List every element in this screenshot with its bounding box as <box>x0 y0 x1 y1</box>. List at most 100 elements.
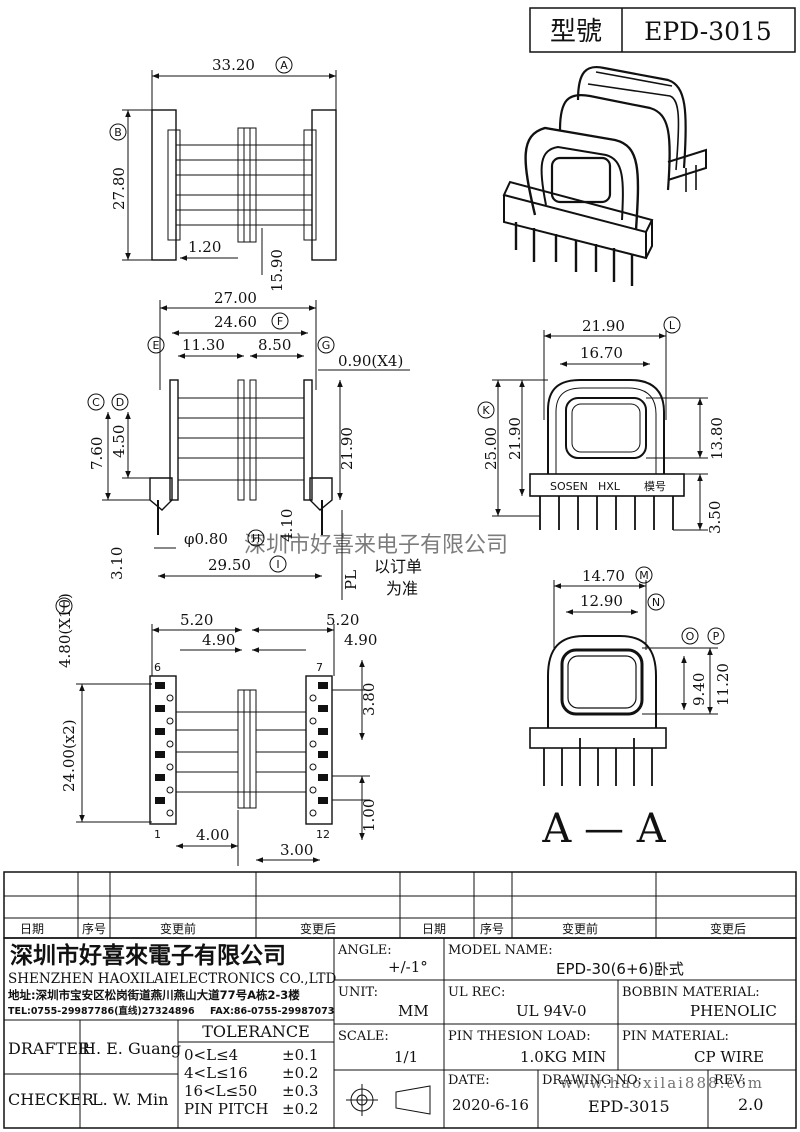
tag-l: L <box>669 319 676 332</box>
tag-f: F <box>277 315 283 328</box>
projection-symbol-icon <box>346 1084 431 1116</box>
pin-1-label: 1 <box>154 828 161 841</box>
front-pin-h-dim: 3.50 <box>706 501 724 534</box>
pin-len-dim: 4.10 <box>278 509 296 542</box>
tag-a: A <box>280 59 288 72</box>
rev-col-date-1: 日期 <box>20 922 44 936</box>
tol-value-1: ±0.1 <box>282 1046 318 1064</box>
tag-m: M <box>639 569 649 582</box>
side-view: 27.00 24.60 F 11.30 8.50 E G 0.90(X4) C <box>87 289 422 600</box>
angle-value: +/-1° <box>388 958 428 976</box>
tag-p: P <box>713 630 720 643</box>
bottom-h2-dim: 3.00 <box>280 841 313 859</box>
front-view: 21.90 L 16.70 SOSEN HXL 模号 K 25.00 21.90… <box>477 316 726 534</box>
base-text-hxl: HXL <box>598 480 621 493</box>
end-view: 14.70 M 12.90 N O P 9.40 11.20 A — A <box>529 566 732 852</box>
side-inner-dim: 24.60 <box>214 313 257 331</box>
tol-range-3: 16<L≤50 <box>184 1082 257 1100</box>
drawing-no-value: EPD-3015 <box>588 1097 670 1116</box>
section-aa-label: A — A <box>541 806 666 852</box>
rev-col-after-1: 变更后 <box>300 921 336 936</box>
scale-value: 1/1 <box>394 1048 418 1066</box>
tag-i: I <box>276 558 279 571</box>
front-window-dim: 16.70 <box>580 344 623 362</box>
unit-value: MM <box>398 1002 429 1020</box>
company-cn: 深圳市好喜來電子有限公司 <box>10 942 286 969</box>
tag-j: J <box>61 600 65 613</box>
front-inner-h-dim: 21.90 <box>506 417 524 460</box>
tag-b: B <box>114 126 122 139</box>
tag-d: D <box>116 396 124 409</box>
pl-note-1: 以订单 <box>374 557 422 576</box>
tag-g: G <box>322 339 331 352</box>
pl-note-2: 为准 <box>386 579 418 598</box>
side-overall-dim: 27.00 <box>214 289 257 307</box>
model-name-label: MODEL NAME: <box>448 943 553 958</box>
tag-e: E <box>153 339 160 352</box>
right-in-dim: 4.90 <box>344 631 377 649</box>
isometric-view <box>502 65 707 286</box>
right-out-dim: 5.20 <box>326 611 359 629</box>
right-slot-dim: 8.50 <box>258 336 291 354</box>
scale-label: SCALE: <box>338 1029 389 1044</box>
front-window-h-dim: 13.80 <box>708 417 726 460</box>
base-text-sosen: SOSEN <box>550 480 588 493</box>
stub-dim: 3.10 <box>108 547 126 580</box>
side-h2-dim: 4.50 <box>110 425 128 458</box>
bottom-view: J 4.80(X10) 24.00(x2) 5.20 4.90 5.20 4.9… <box>55 593 378 866</box>
bottom-v2-dim: 1.00 <box>360 799 378 832</box>
end-h-inner-dim: 9.40 <box>690 673 708 706</box>
tag-n: N <box>652 596 660 609</box>
ul-label: UL REC: <box>448 985 505 1000</box>
top-height-dim: 27.80 <box>110 167 128 210</box>
end-h-outer-dim: 11.20 <box>714 663 732 706</box>
rev-col-after-2: 变更后 <box>710 921 746 936</box>
rev-col-date-2: 日期 <box>422 922 446 936</box>
pin-load-value: 1.0KG MIN <box>520 1048 606 1066</box>
tolerance-label: TOLERANCE <box>202 1022 310 1041</box>
left-out-dim: 5.20 <box>180 611 213 629</box>
pin-span-dim: 29.50 <box>208 556 251 574</box>
pin-mat-value: CP WIRE <box>694 1048 764 1066</box>
top-view: 33.20 A B 27.80 1.20 15.90 <box>109 56 337 292</box>
core-window-dim: 15.90 <box>268 249 286 292</box>
rev-label: REV: <box>714 1073 746 1088</box>
bobbin-label: BOBBIN MATERIAL: <box>622 985 760 1000</box>
drawing-no-label: DRAWING NO: <box>542 1073 642 1088</box>
company-fax: FAX:86-0755-29987073 <box>210 1006 334 1017</box>
wall-dim: 0.90(X4) <box>338 352 403 370</box>
drafter-name: H. E. Guang <box>82 1039 181 1058</box>
model-label: 型號 <box>550 17 602 47</box>
rev-col-before-1: 变更前 <box>160 921 196 936</box>
company-en: SHENZHEN HAOXILAIELECTRONICS CO.,LTD <box>8 971 336 987</box>
front-height-dim: 25.00 <box>482 427 500 470</box>
title-block: 深圳市好喜來電子有限公司 SHENZHEN HAOXILAIELECTRONIC… <box>3 937 797 1129</box>
end-outer-dim: 14.70 <box>582 567 625 585</box>
left-in-dim: 4.90 <box>202 631 235 649</box>
side-h1-dim: 7.60 <box>88 437 106 470</box>
checker-name: L. W. Min <box>92 1090 168 1109</box>
base-text-mold: 模号 <box>644 480 666 493</box>
pitch-dim: 4.80(X10) <box>56 593 74 668</box>
pin-7-label: 7 <box>316 661 323 674</box>
span-dim: 24.00(x2) <box>60 719 78 792</box>
rev-col-no-1: 序号 <box>82 921 106 936</box>
tol-range-2: 4<L≤16 <box>184 1064 248 1082</box>
top-width-dim: 33.20 <box>212 56 255 74</box>
rev-value: 2.0 <box>738 1095 763 1114</box>
model-value: EPD-3015 <box>644 17 772 46</box>
company-tel: TEL:0755-29987786(直线)27324896 <box>8 1005 195 1017</box>
tag-h: H <box>252 532 260 545</box>
pin-mat-label: PIN MATERIAL: <box>622 1029 729 1044</box>
bottom-h1-dim: 4.00 <box>196 826 229 844</box>
pin-load-label: PIN THESION LOAD: <box>448 1029 591 1044</box>
watermark-site: www.haoxilai888.com <box>560 1074 764 1092</box>
tag-c: C <box>92 396 100 409</box>
bobbin-value: PHENOLIC <box>690 1002 777 1020</box>
date-value: 2020-6-16 <box>452 1096 529 1114</box>
tol-range-4: PIN PITCH <box>184 1100 269 1118</box>
ul-value: UL 94V-0 <box>516 1002 587 1020</box>
unit-label: UNIT: <box>338 985 378 1000</box>
